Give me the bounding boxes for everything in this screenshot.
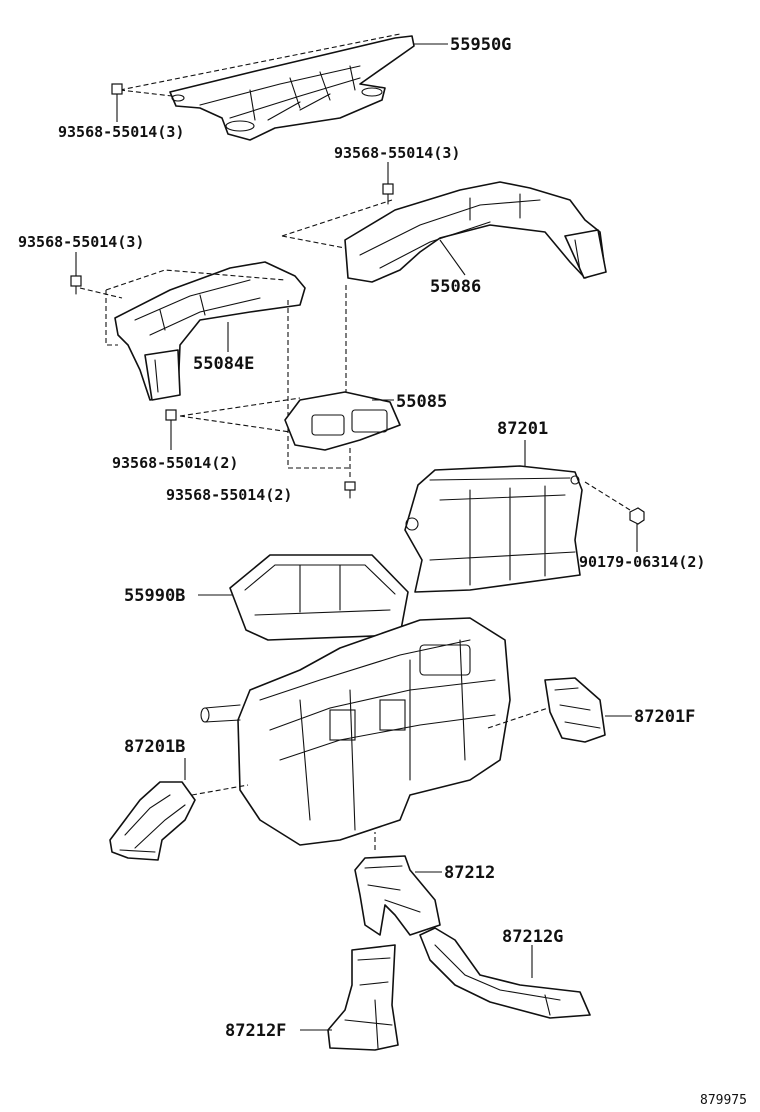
bolt-c	[70, 275, 82, 295]
duct-55086	[344, 181, 607, 283]
housing-87201	[404, 465, 583, 593]
label-93568-d: 93568-55014(2)	[112, 454, 238, 472]
reference-number: 879975	[700, 1093, 747, 1108]
bolt-d	[165, 409, 177, 429]
bolt-e	[344, 481, 356, 499]
label-55085: 55085	[396, 392, 447, 412]
gasket-55990B	[229, 554, 409, 641]
duct-87201B	[109, 781, 196, 861]
duct-55085	[284, 391, 401, 451]
duct-87212	[354, 855, 441, 936]
label-87201B: 87201B	[124, 737, 185, 757]
dash-55950G	[119, 33, 401, 97]
label-55084E: 55084E	[193, 354, 254, 374]
dash-93568-e	[288, 448, 351, 480]
label-93568-a: 93568-55014(3)	[58, 123, 184, 141]
duct-87212G	[419, 927, 591, 1019]
label-87212G: 87212G	[502, 927, 563, 947]
duct-87212F	[327, 944, 399, 1051]
duct-55950G	[169, 35, 415, 141]
dash-55086	[281, 199, 393, 249]
label-87212F: 87212F	[225, 1021, 286, 1041]
label-90179: 90179-06314(2)	[579, 553, 705, 571]
duct-55084E	[114, 261, 306, 401]
dash-87201F	[487, 707, 549, 729]
label-87212: 87212	[444, 863, 495, 883]
dash-55085	[179, 397, 301, 433]
label-93568-c: 93568-55014(3)	[18, 233, 144, 251]
label-55950G: 55950G	[450, 35, 511, 55]
leader-55086	[439, 239, 466, 276]
label-55990B: 55990B	[124, 586, 185, 606]
duct-87201F	[544, 677, 606, 743]
bolt-a	[111, 83, 123, 111]
dash-87201	[584, 481, 631, 511]
dash-87201B	[191, 784, 249, 796]
bolt-b	[382, 183, 394, 205]
label-93568-b: 93568-55014(3)	[334, 144, 460, 162]
label-55086: 55086	[430, 277, 481, 297]
label-93568-e: 93568-55014(2)	[166, 486, 292, 504]
nut-90179	[629, 507, 645, 525]
label-87201F: 87201F	[634, 707, 695, 727]
hvac-unit	[200, 617, 511, 846]
label-87201: 87201	[497, 419, 548, 439]
